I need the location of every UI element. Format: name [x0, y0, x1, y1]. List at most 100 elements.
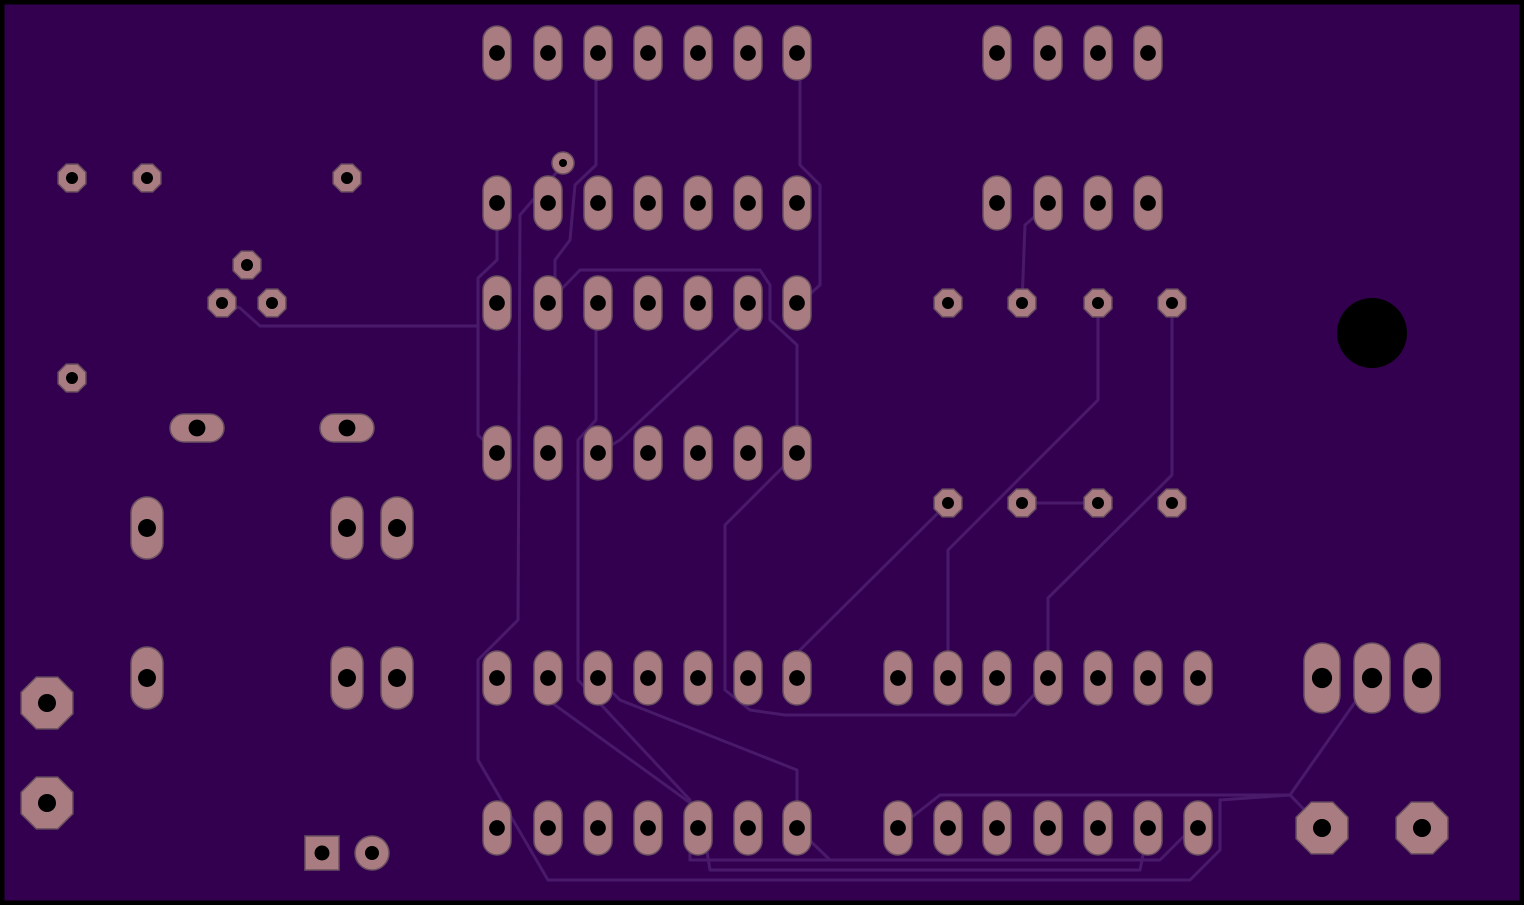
drill-hole — [640, 295, 656, 311]
drill-hole — [640, 445, 656, 461]
drill-hole — [66, 372, 78, 384]
drill-hole — [789, 445, 805, 461]
drill-hole — [690, 820, 706, 836]
trace — [546, 268, 799, 457]
drill-hole — [789, 820, 805, 836]
drill-hole — [1090, 670, 1106, 686]
drill-hole — [1190, 820, 1206, 836]
drill-hole — [640, 820, 656, 836]
drill-hole — [1166, 297, 1178, 309]
trace — [476, 163, 1324, 882]
drill-hole — [141, 172, 153, 184]
drill-hole — [188, 419, 206, 437]
drill-hole — [590, 445, 606, 461]
drill-hole — [540, 195, 556, 211]
drill-hole — [540, 670, 556, 686]
drill-hole — [740, 445, 756, 461]
drill-hole — [590, 670, 606, 686]
drill-hole — [890, 670, 906, 686]
trace — [1046, 301, 1174, 682]
drill-hole — [789, 195, 805, 211]
drill-hole — [540, 45, 556, 61]
drill-hole — [388, 669, 406, 687]
drill-hole — [338, 419, 356, 437]
drill-hole — [540, 295, 556, 311]
drill-hole — [740, 670, 756, 686]
drill-hole — [1190, 670, 1206, 686]
drill-hole — [690, 445, 706, 461]
drill-hole — [590, 295, 606, 311]
drill-hole — [338, 669, 356, 687]
pads-layer — [20, 25, 1449, 871]
drill-hole — [388, 519, 406, 537]
drill-hole — [890, 820, 906, 836]
drill-hole — [590, 195, 606, 211]
drill-hole — [640, 45, 656, 61]
drill-hole — [559, 159, 567, 167]
trace — [798, 53, 822, 305]
drill-hole — [690, 295, 706, 311]
drill-hole — [138, 669, 156, 687]
drill-hole — [1092, 297, 1104, 309]
trace — [946, 301, 1100, 682]
drill-hole — [266, 297, 278, 309]
drill-hole — [1361, 667, 1383, 689]
drill-hole — [989, 45, 1005, 61]
drill-hole — [590, 45, 606, 61]
trace — [723, 451, 1050, 717]
drill-hole — [489, 445, 505, 461]
drill-hole — [1166, 497, 1178, 509]
drill-hole — [1313, 819, 1331, 837]
drill-hole — [489, 45, 505, 61]
trace — [553, 53, 598, 305]
drill-hole — [489, 670, 505, 686]
drill-hole — [740, 295, 756, 311]
drill-hole — [540, 445, 556, 461]
drill-hole — [489, 195, 505, 211]
drill-hole — [314, 845, 330, 861]
drill-hole — [789, 45, 805, 61]
drill-hole — [1016, 497, 1028, 509]
drill-hole — [1413, 819, 1431, 837]
drill-hole — [1140, 670, 1156, 686]
trace — [596, 676, 1097, 862]
drill-hole — [989, 195, 1005, 211]
drill-hole — [690, 195, 706, 211]
drill-hole — [1090, 45, 1106, 61]
drill-hole — [1140, 45, 1156, 61]
drill-hole — [789, 670, 805, 686]
drill-hole — [540, 820, 556, 836]
drill-hole — [940, 820, 956, 836]
drill-hole — [341, 172, 353, 184]
drill-hole — [989, 820, 1005, 836]
drill-hole — [740, 820, 756, 836]
drill-hole — [1090, 820, 1106, 836]
drill-hole — [740, 45, 756, 61]
drill-hole — [241, 259, 253, 271]
drill-hole — [216, 297, 228, 309]
drill-hole — [942, 297, 954, 309]
drill-hole — [942, 497, 954, 509]
drill-hole — [989, 670, 1005, 686]
drill-hole — [489, 295, 505, 311]
drill-hole — [1411, 667, 1433, 689]
drill-hole — [138, 519, 156, 537]
drill-hole — [1092, 497, 1104, 509]
drill-hole — [590, 820, 606, 836]
drill-hole — [1311, 667, 1333, 689]
drill-hole — [1040, 195, 1056, 211]
drill-hole — [1016, 297, 1028, 309]
drill-hole — [940, 670, 956, 686]
drill-hole — [1140, 820, 1156, 836]
drill-hole — [365, 846, 379, 860]
trace — [896, 676, 1374, 830]
drill-hole — [1140, 195, 1156, 211]
drill-hole — [740, 195, 756, 211]
drill-hole — [1040, 820, 1056, 836]
drill-hole — [640, 195, 656, 211]
drill-hole — [789, 295, 805, 311]
mounting-hole-icon — [1337, 298, 1407, 368]
drill-hole — [1040, 45, 1056, 61]
